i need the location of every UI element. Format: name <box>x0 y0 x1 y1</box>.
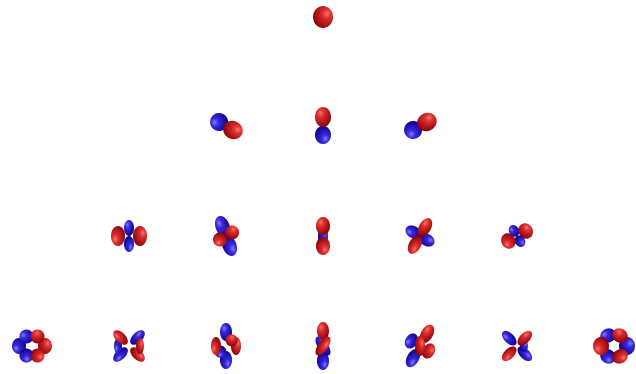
positive-lobe <box>315 336 331 356</box>
positive-lobe <box>130 347 145 362</box>
positive-lobe <box>211 337 221 355</box>
orbital-layer <box>12 6 635 370</box>
negative-lobe <box>501 330 517 346</box>
orbital-l3-m2 <box>501 330 533 362</box>
negative-lobe <box>19 348 34 363</box>
negative-lobe <box>124 236 134 252</box>
positive-lobe <box>417 112 437 132</box>
orbital-l3-m-3 <box>12 329 52 363</box>
negative-lobe <box>405 225 421 239</box>
positive-lobe <box>316 217 330 235</box>
orbital-l1-m-1 <box>210 113 243 140</box>
negative-lobe <box>508 225 520 237</box>
orbital-l2-m0 <box>316 217 330 255</box>
positive-lobe <box>419 324 435 344</box>
positive-lobe <box>501 233 516 249</box>
positive-lobe <box>225 334 238 347</box>
negative-lobe <box>404 121 423 140</box>
orbital-l3-m-2 <box>113 330 145 362</box>
negative-lobe <box>130 330 145 345</box>
positive-lobe <box>415 336 425 356</box>
negative-lobe <box>19 329 34 344</box>
negative-lobe <box>315 126 331 144</box>
positive-lobe <box>30 329 45 344</box>
positive-lobe <box>316 237 330 255</box>
positive-lobe <box>518 223 533 239</box>
orbital-l2-m2 <box>501 223 533 249</box>
positive-lobe <box>313 6 333 28</box>
negative-lobe <box>124 220 134 236</box>
positive-lobe <box>612 349 628 364</box>
negative-lobe <box>419 233 435 247</box>
orbital-l3-m-1 <box>211 323 241 369</box>
positive-lobe <box>593 337 609 355</box>
negative-lobe <box>405 348 421 368</box>
orbital-l2-m1 <box>405 218 435 254</box>
negative-lobe <box>113 347 128 362</box>
positive-lobe <box>417 218 433 237</box>
positive-lobe <box>317 322 329 340</box>
positive-lobe <box>612 328 628 343</box>
positive-lobe <box>407 235 423 254</box>
orbital-l3-m3 <box>593 328 635 364</box>
positive-lobe <box>225 225 240 240</box>
negative-lobe <box>317 352 329 370</box>
positive-lobe <box>422 343 436 359</box>
negative-lobe <box>404 333 418 349</box>
orbital-l2-m-2 <box>111 220 147 252</box>
positive-lobe <box>113 330 128 345</box>
orbital-l3-m1 <box>404 324 436 368</box>
positive-lobe <box>223 120 243 140</box>
positive-lobe <box>501 346 517 362</box>
orbital-l3-m0 <box>315 322 331 370</box>
positive-lobe <box>30 348 45 363</box>
orbital-l1-m1 <box>404 112 437 140</box>
positive-lobe <box>517 330 533 346</box>
orbital-l1-m0 <box>315 107 331 144</box>
positive-lobe <box>315 107 331 127</box>
negative-lobe <box>514 235 526 247</box>
orbital-l2-m-1 <box>212 215 240 257</box>
orbital-l0-m0 <box>313 6 333 28</box>
positive-lobe <box>111 226 125 246</box>
positive-lobe <box>212 232 227 247</box>
positive-lobe <box>136 338 144 354</box>
positive-lobe <box>133 226 147 246</box>
negative-lobe <box>210 113 229 131</box>
